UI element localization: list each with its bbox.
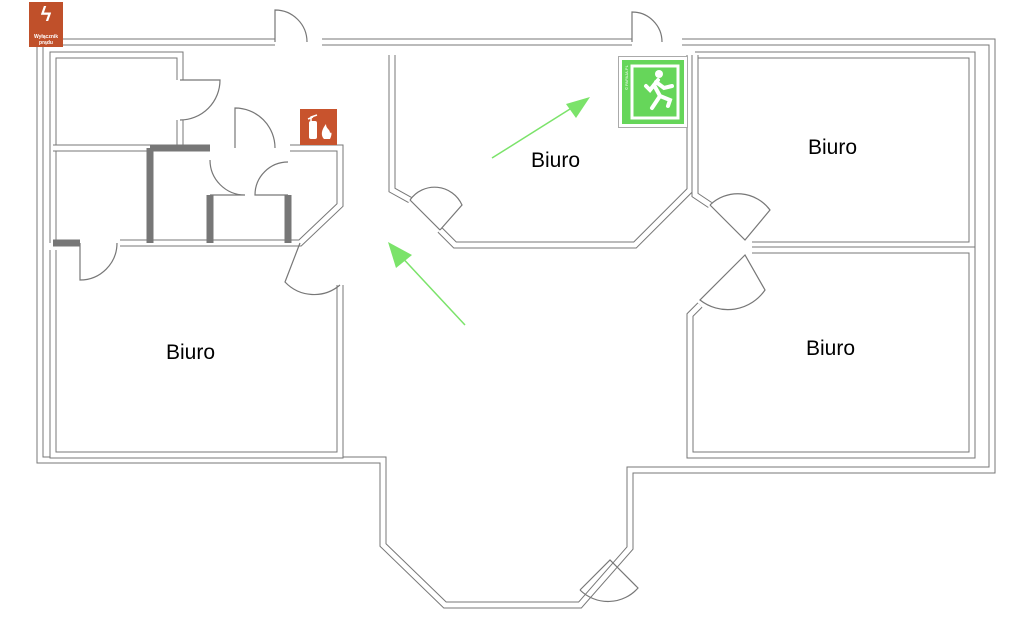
room-label-left: Biuro	[166, 341, 216, 364]
doors	[79, 9, 771, 603]
fire-extinguisher-sign	[300, 109, 337, 145]
running-man-exit-icon	[630, 64, 680, 120]
walls	[36, 38, 996, 609]
room-label-bottom-right: Biuro	[806, 337, 856, 360]
fire-extinguisher-icon	[307, 114, 332, 139]
power-switch-sign: ϟ Wyłącznik prądu	[29, 2, 63, 47]
emergency-exit-sign: © PAPAJA.PL	[618, 56, 688, 128]
room-label-top-center: Biuro	[531, 149, 581, 172]
room-label-top-right: Biuro	[808, 136, 858, 159]
power-switch-label: Wyłącznik prądu	[33, 34, 59, 46]
exit-sign-credit: © PAPAJA.PL	[624, 65, 629, 90]
lightning-icon: ϟ	[40, 4, 52, 26]
evacuation-arrows	[388, 97, 590, 326]
